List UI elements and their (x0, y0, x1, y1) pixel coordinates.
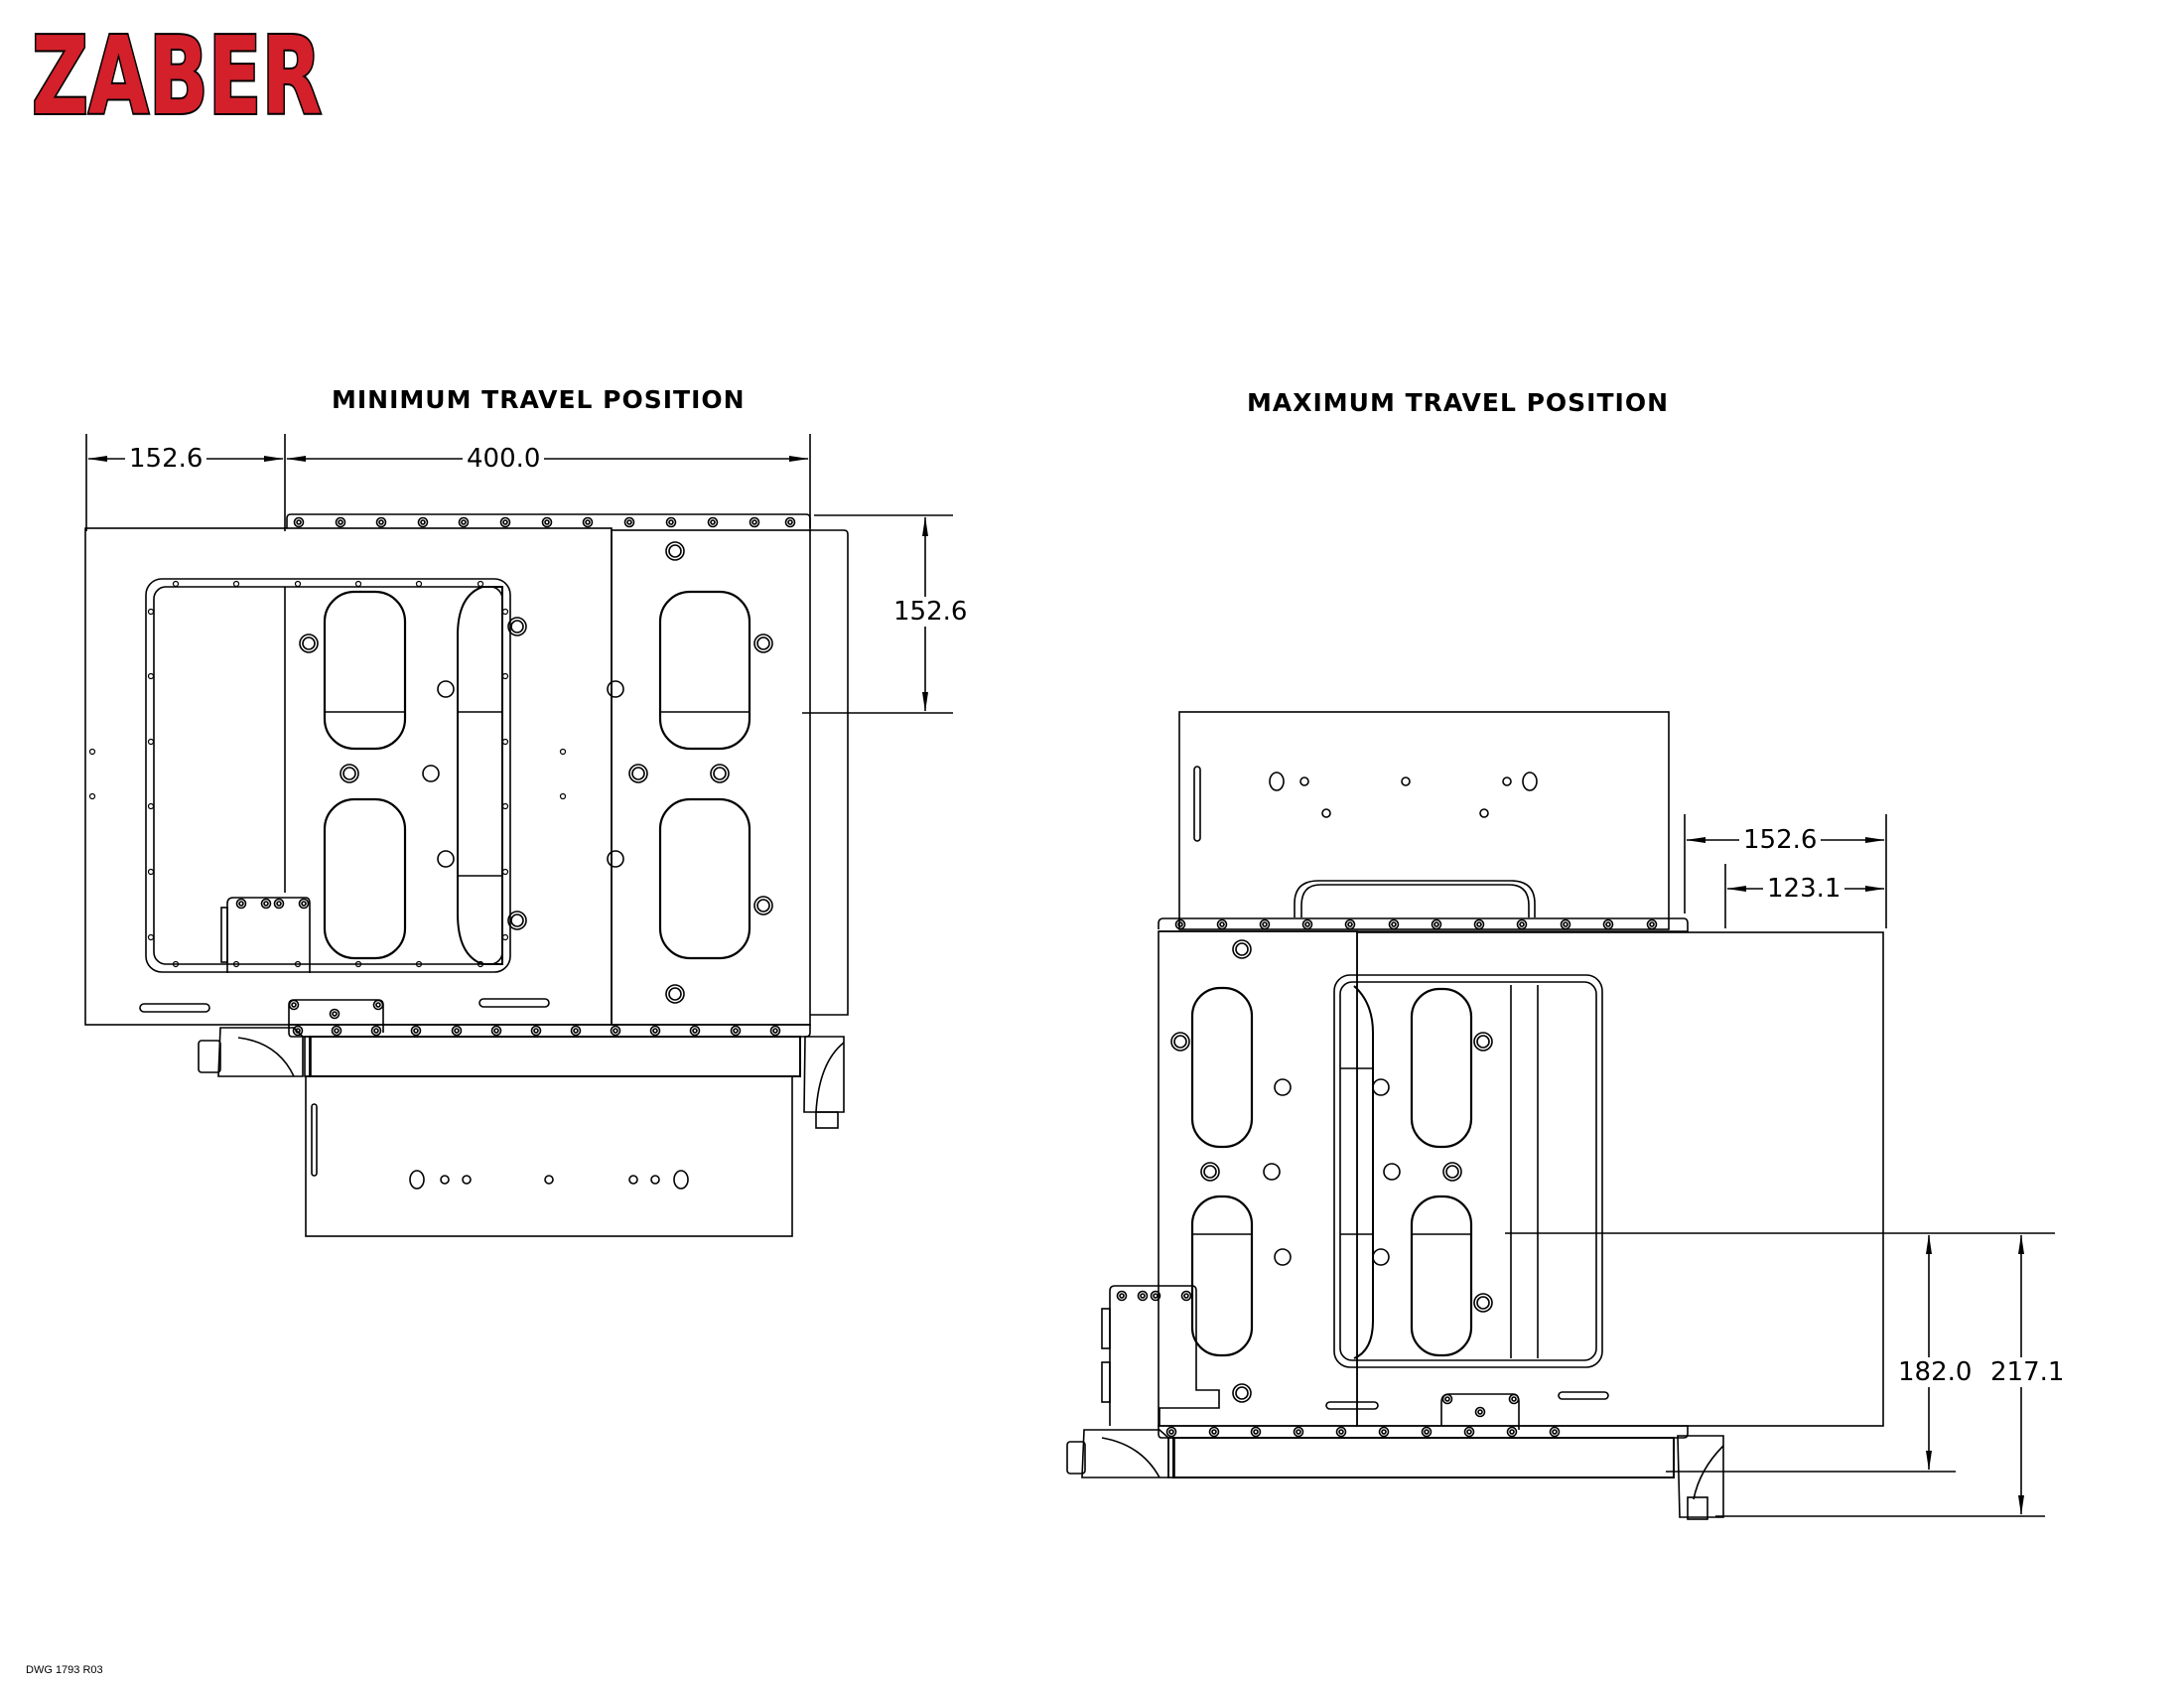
dim-max-lower-height-inner: 182.0 (1894, 1357, 1977, 1387)
dim-max-lower-height-outer: 217.1 (1986, 1357, 2069, 1387)
view-title-maximum: MAXIMUM TRAVEL POSITION (1247, 388, 1669, 417)
dim-max-right-overhang-outer: 152.6 (1739, 825, 1822, 855)
svg-text:ZABER: ZABER (32, 22, 322, 121)
dim-min-left-overhang: 152.6 (125, 444, 207, 474)
view-title-minimum: MINIMUM TRAVEL POSITION (332, 385, 746, 414)
dim-max-right-overhang-inner: 123.1 (1763, 874, 1845, 904)
dim-min-vertical-offset: 152.6 (889, 597, 972, 627)
minimum-travel-drawing (84, 434, 953, 1237)
zaber-logo: ZABER (30, 13, 328, 141)
maximum-travel-drawing (1066, 711, 2055, 1520)
dim-min-travel-width: 400.0 (463, 444, 545, 474)
zaber-logo-graphic: ZABER (30, 13, 324, 141)
drawing-number: DWG 1793 R03 (26, 1664, 103, 1676)
